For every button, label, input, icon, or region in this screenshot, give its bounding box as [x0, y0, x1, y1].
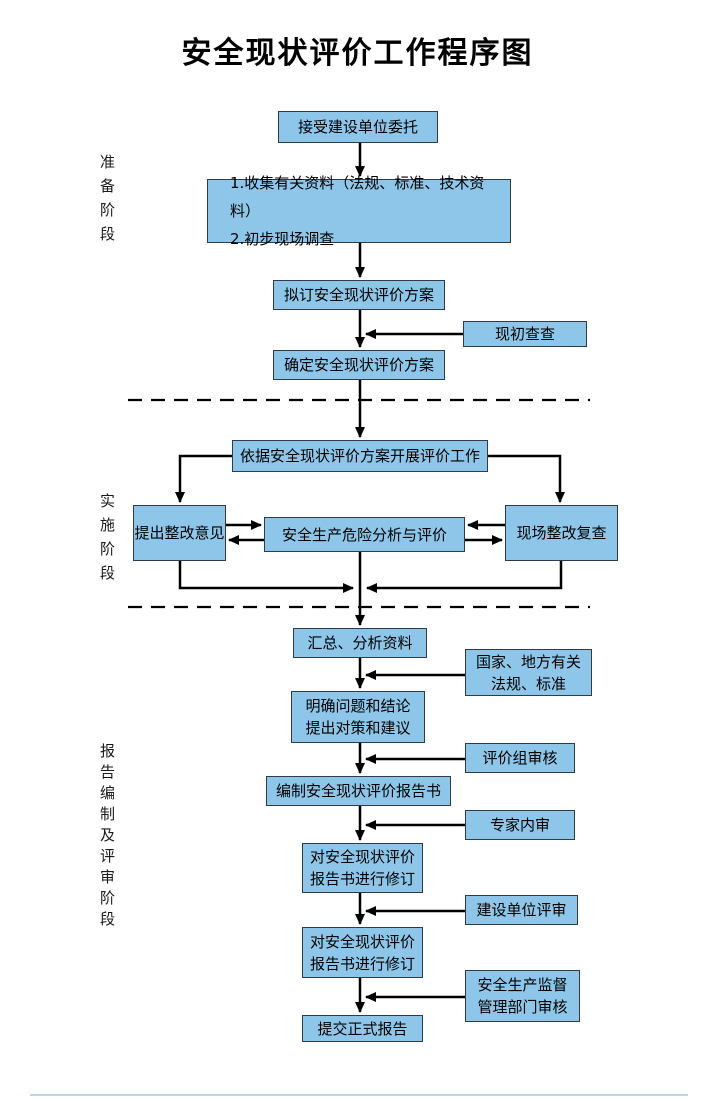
flow-box-revise-report-1: 对安全现状评价 报告书进行修订 — [302, 843, 423, 893]
flow-box-carry-out-evaluation: 依据安全现状评价方案开展评价工作 — [232, 440, 488, 472]
flow-box-initial-survey: 现初查查 — [463, 321, 587, 347]
phase-label-implementation: 实施阶段 — [99, 492, 115, 582]
phase-label-reporting: 报告编制及评审阶段 — [99, 742, 115, 928]
flow-box-clarify-conclusions: 明确问题和结论 提出对策和建议 — [291, 691, 425, 743]
flow-box-compile-report: 编制安全现状评价报告书 — [266, 776, 451, 806]
flow-box-evaluation-team-review: 评价组审核 — [465, 743, 575, 773]
phase-label-preparation: 准备阶段 — [99, 153, 115, 243]
flow-box-national-regulations: 国家、地方有关 法规、标准 — [465, 649, 592, 696]
flow-box-collect-data: 1.收集有关资料（法规、标准、技术资料） 2.初步现场调查 — [207, 174, 511, 248]
flow-box-rectification-suggestions: 提出整改意见 — [133, 505, 226, 561]
flow-box-hazard-analysis: 安全生产危险分析与评价 — [264, 517, 465, 552]
flow-box-summarize-data: 汇总、分析资料 — [293, 628, 427, 658]
page-title: 安全现状评价工作程序图 — [181, 36, 534, 71]
flow-box-expert-internal-review: 专家内审 — [465, 810, 575, 840]
bottom-border-line — [30, 1094, 688, 1096]
flow-box-submit-final-report: 提交正式报告 — [302, 1015, 423, 1042]
flow-box-confirm-plan: 确定安全现状评价方案 — [273, 350, 445, 380]
flow-box-draft-plan: 拟订安全现状评价方案 — [273, 280, 445, 310]
flow-box-site-recheck: 现场整改复查 — [505, 505, 618, 561]
flow-box-authority-review: 安全生产监督 管理部门审核 — [465, 970, 580, 1022]
flow-box-revise-report-2: 对安全现状评价 报告书进行修订 — [302, 927, 423, 978]
flow-box-client-review: 建设单位评审 — [465, 895, 578, 925]
flow-box-accept-commission: 接受建设单位委托 — [278, 111, 438, 143]
